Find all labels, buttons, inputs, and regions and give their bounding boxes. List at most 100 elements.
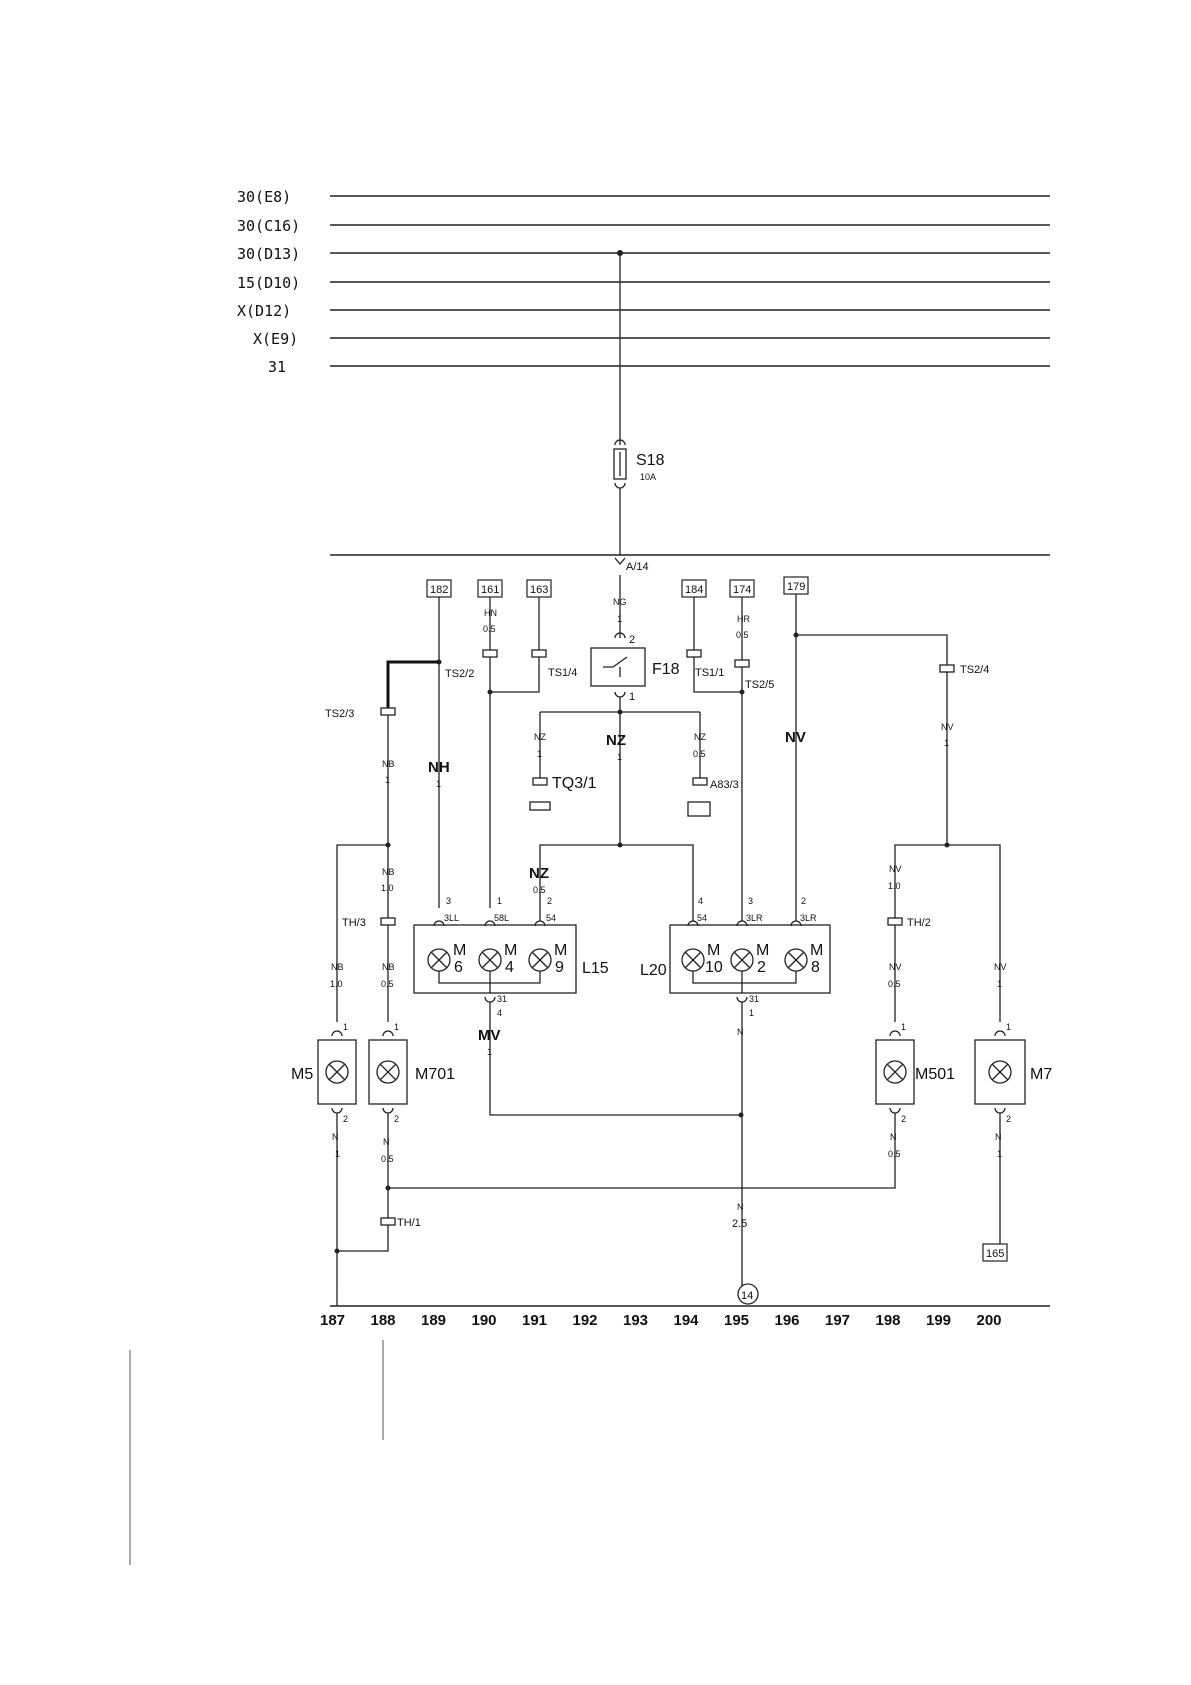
m7-bottom-terminal <box>994 1107 1006 1114</box>
connector-tq3-symbol <box>532 777 548 786</box>
lamp-cross-icon <box>684 951 702 969</box>
l15-lamp-2-m: M <box>504 942 517 959</box>
l20-pin-2: 3 <box>748 896 753 906</box>
wire-size-hn: 0.5 <box>483 624 496 634</box>
lamp-m7: 1 M7 2 N 1 165 <box>974 1022 1052 1262</box>
wire-size-nh: 1 <box>436 779 441 789</box>
ts2-3-branch: TS2/3 NB 1 NB 1.0 TH/3 NB 0.5 NB 1.0 <box>325 707 396 1022</box>
connector-hn-symbol <box>482 649 498 658</box>
connector-ts2-3-symbol <box>380 707 396 716</box>
l15-lamp-3-m: M <box>554 942 567 959</box>
connector-ts2-2: TS2/2 <box>445 668 474 680</box>
m7-pin-2: 2 <box>1006 1114 1011 1124</box>
l20-lamp-1-m: M <box>707 942 720 959</box>
m5-top-terminal <box>331 1030 343 1037</box>
wire-code-nz-main: NZ <box>606 732 626 749</box>
cluster-l15: L15 3 3LL 1 58L 2 54 M 6 M 4 M 9 31 4 MV… <box>413 896 741 1116</box>
lamp-m701-name: M701 <box>415 1066 455 1083</box>
m7-top-terminal <box>994 1030 1006 1037</box>
l20-lamp-2-m: M <box>756 942 769 959</box>
wire-code-n-m501: N <box>890 1132 897 1142</box>
m501-pin-2: 2 <box>901 1114 906 1124</box>
wire-code-nz-tq3: NZ <box>534 732 546 742</box>
lamp-cross-icon <box>328 1063 346 1081</box>
junction-dot <box>738 1112 744 1118</box>
f18-top-terminal <box>614 632 626 639</box>
ref-boxes-top: 182 161 163 184 174 179 <box>426 576 809 598</box>
column-number: 193 <box>623 1312 648 1329</box>
ref-box-165 <box>982 1243 1008 1262</box>
wire-size-nb-4: 1.0 <box>330 979 343 989</box>
rail-label-31: 31 <box>268 358 286 376</box>
right-harness: TS1/1 HR 0.5 TS2/5 NV TS2/4 NV 1 NV 1.0 … <box>686 594 1007 1022</box>
wire-th-1-joint <box>337 1225 389 1252</box>
wire-code-nz-l15: NZ <box>529 865 549 882</box>
wire-code-hr: HR <box>737 614 750 624</box>
fuse-top-terminal <box>614 439 626 446</box>
wire-184-joint <box>693 657 742 693</box>
lamp-cross-icon <box>379 1063 397 1081</box>
m5-pin-1: 1 <box>343 1022 348 1032</box>
page-frame <box>129 1340 384 1565</box>
connector-th-1-symbol <box>380 1217 396 1226</box>
column-number: 200 <box>977 1312 1002 1329</box>
l15-ground-pin: 4 <box>497 1008 502 1018</box>
wire-code-nz-a83: NZ <box>694 732 706 742</box>
l15-pin-3: 2 <box>547 896 552 906</box>
cluster-l20-name: L20 <box>640 962 667 979</box>
wire-size-nv-2: 1 <box>944 738 949 748</box>
wire-code-nb-2: NB <box>382 867 395 877</box>
l20-terminal-3 <box>790 920 802 927</box>
wire-code-nb-1: NB <box>382 759 395 769</box>
nz-feed: NZ 0.5 <box>529 842 694 921</box>
lamp-cross-icon <box>787 951 805 969</box>
l20-terminal-2 <box>736 920 748 927</box>
wire-nz-clusters <box>539 844 694 921</box>
wire-code-n-main: N <box>737 1202 744 1212</box>
wire-size-a83: 0.5 <box>693 749 706 759</box>
ground-node-label: 14 <box>741 1290 753 1302</box>
l15-terminal-2 <box>484 920 496 927</box>
l15-lamp-2-n: 4 <box>505 959 514 976</box>
fuse-s18: S18 10A <box>613 250 665 555</box>
tq3-terminal <box>529 801 551 811</box>
m701-pin-1: 1 <box>394 1022 399 1032</box>
lamp-cross-icon <box>733 951 751 969</box>
f18-pin-bottom: 1 <box>629 691 635 703</box>
l15-code-1: 3LL <box>444 913 459 923</box>
lamp-m701: 1 M701 2 N 0.5 TH/1 <box>337 1022 896 1252</box>
connector-hr-symbol <box>734 659 750 668</box>
column-number: 187 <box>320 1312 345 1329</box>
ref-box-label-165: 165 <box>986 1248 1004 1260</box>
l20-lamp-3-n: 8 <box>811 959 820 976</box>
connector-ts1-1-symbol <box>686 649 702 658</box>
ref-box-label-184: 184 <box>685 584 703 596</box>
ref-box-label-182: 182 <box>430 584 448 596</box>
wire-ts2-3-bold <box>386 660 439 708</box>
m501-bottom-terminal <box>889 1107 901 1114</box>
column-number: 195 <box>724 1312 749 1329</box>
ground-bus: 14 <box>330 1283 1050 1307</box>
switch-f18-body[interactable] <box>590 647 646 687</box>
connector-th-2: TH/2 <box>907 917 931 929</box>
m701-top-terminal <box>382 1030 394 1037</box>
wire-size-nz-main: 1 <box>617 752 622 762</box>
power-rails: 30(E8) 30(C16) 30(D13) 15(D10) X(D12) X(… <box>237 188 1050 376</box>
l15-ground-terminal <box>484 996 496 1003</box>
column-number: 194 <box>674 1312 700 1329</box>
connector-ts1-4-symbol <box>531 649 547 658</box>
l20-pin-3: 2 <box>801 896 806 906</box>
f18-pin-top: 2 <box>629 634 635 646</box>
wire-code-n-m7: N <box>995 1132 1002 1142</box>
l15-lamp-3-n: 9 <box>555 959 564 976</box>
l20-ground-label: 31 <box>749 994 759 1004</box>
l20-code-3: 3LR <box>800 913 817 923</box>
rail-label-x-d12: X(D12) <box>237 302 291 320</box>
m7-pin-1: 1 <box>1006 1022 1011 1032</box>
l20-ground-pin: 1 <box>749 1008 754 1018</box>
connector-ts2-4: TS2/4 <box>960 664 989 676</box>
l20-internal-bus <box>692 971 797 984</box>
column-number: 196 <box>775 1312 800 1329</box>
column-number: 189 <box>421 1312 446 1329</box>
connector-th-2-symbol <box>887 917 903 926</box>
